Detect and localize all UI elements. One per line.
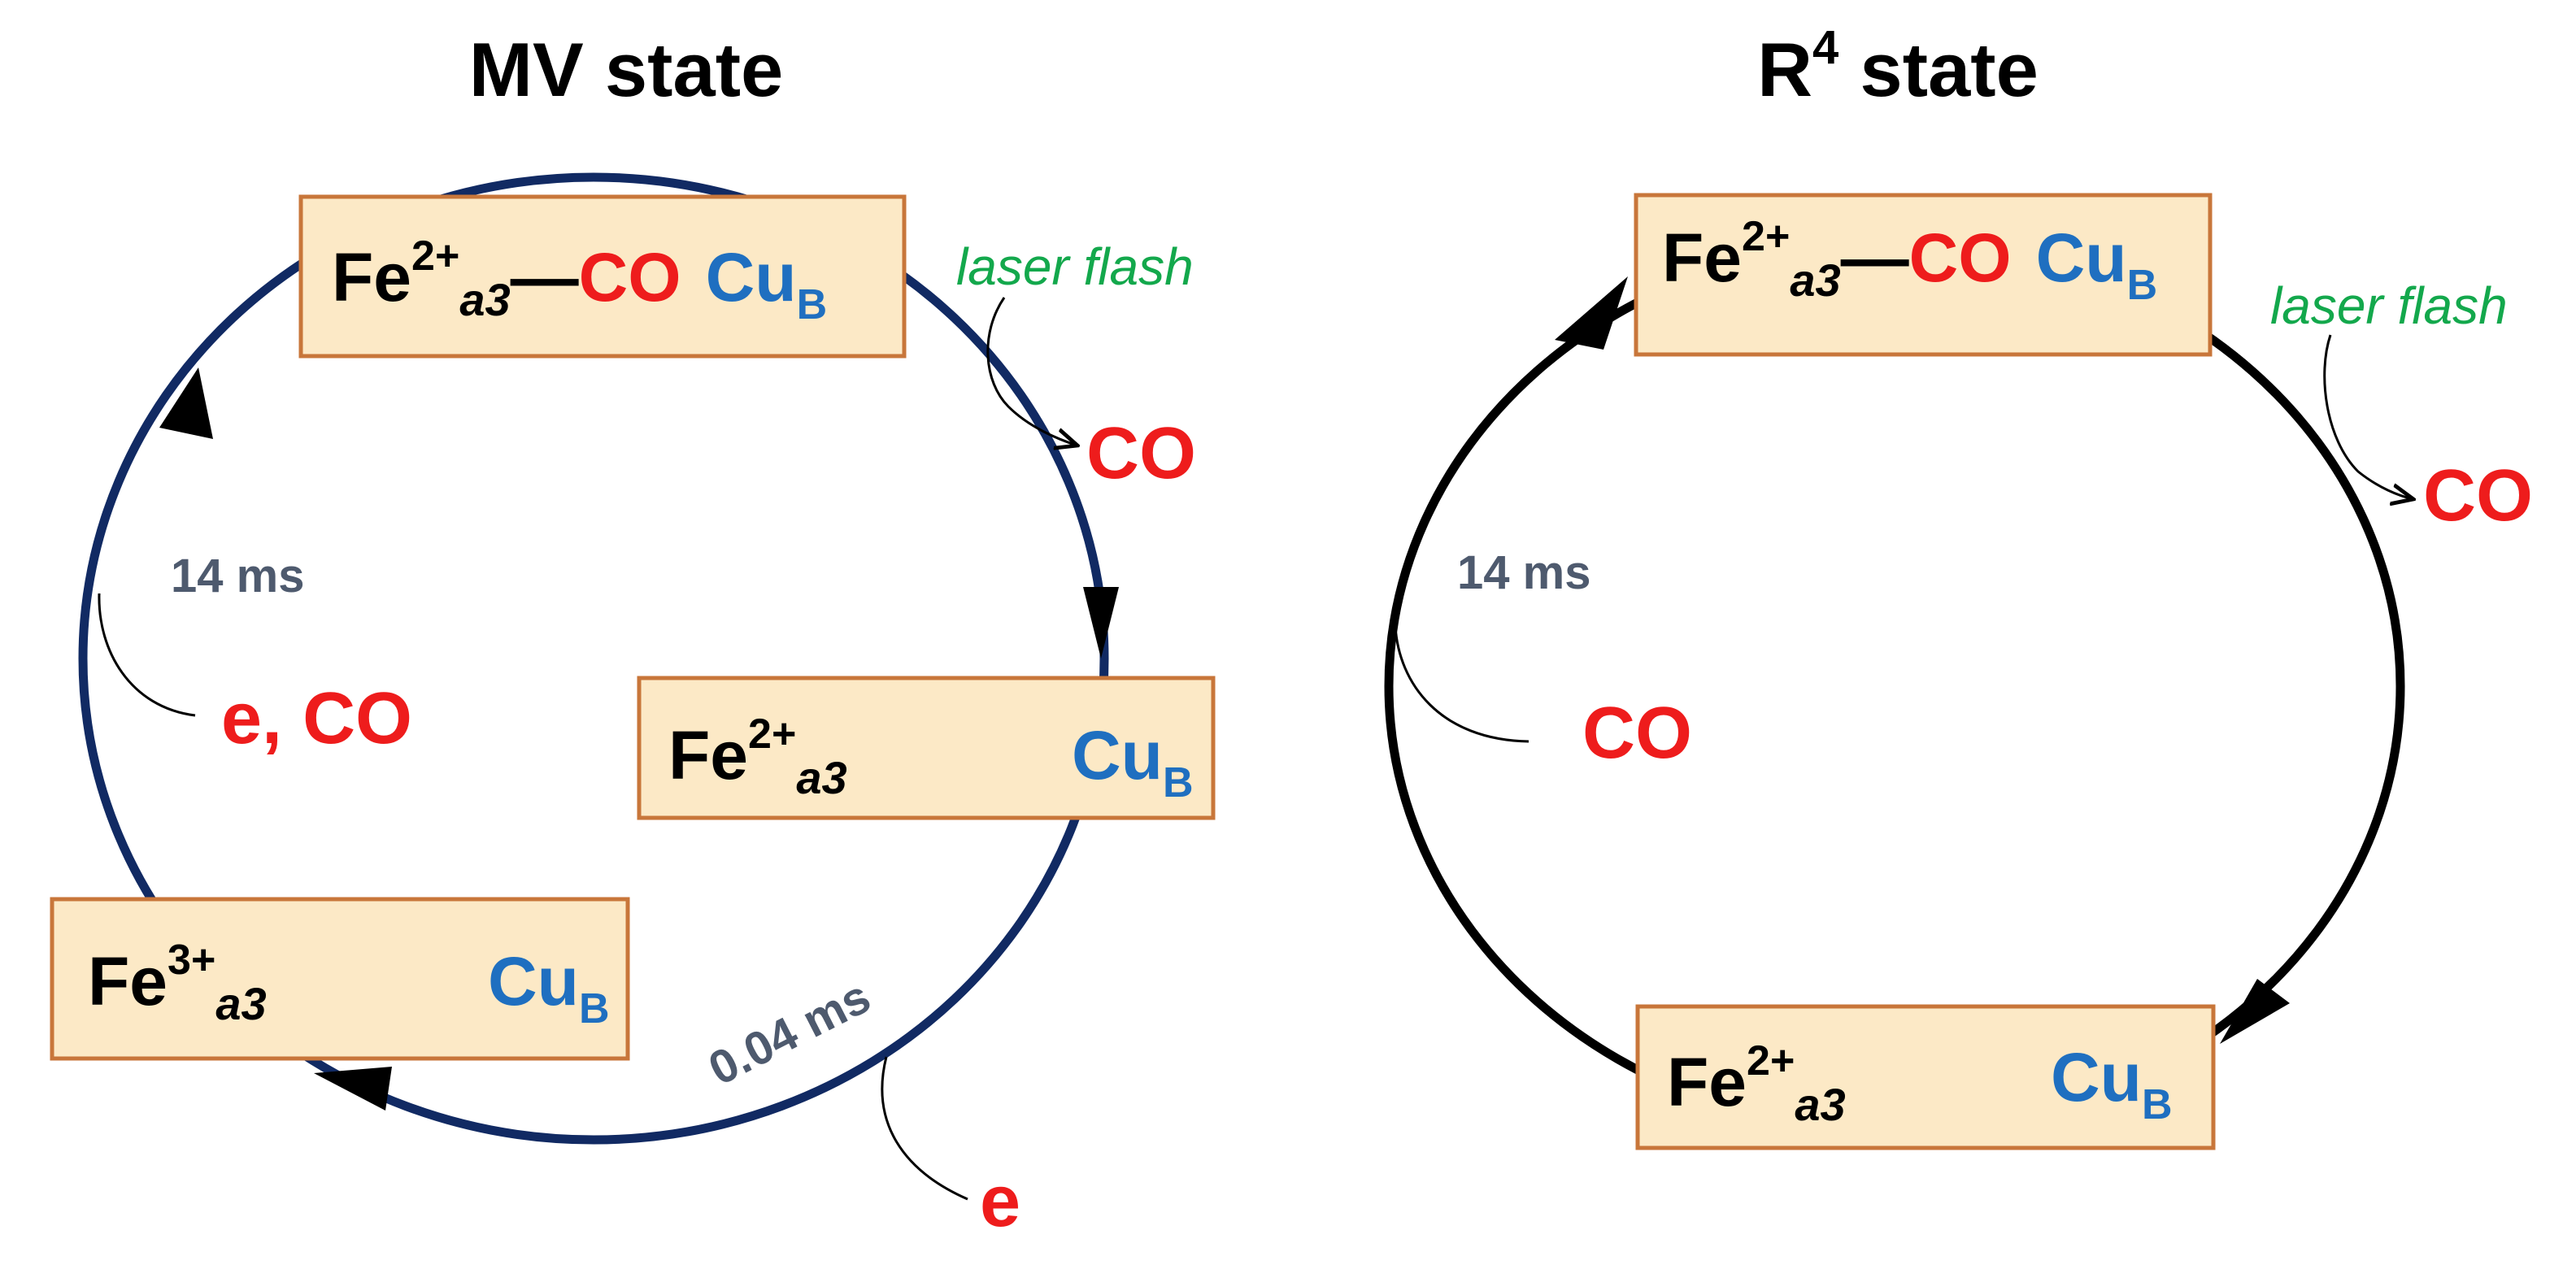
svg-text:Fe3+a3: Fe3+a3 <box>88 937 267 1029</box>
r4-time-slow: 14 ms <box>1457 546 1590 599</box>
r4-top-cu-sub: B <box>2127 262 2158 309</box>
r4-box-bottom: Fe2+a3 CuB <box>1635 1004 2216 1150</box>
mv-left-cu: Cu <box>488 943 579 1019</box>
mv-top-co: CO <box>579 239 681 315</box>
mv-left-fe-sub: a3 <box>215 978 266 1029</box>
r4-title: R4 state <box>1757 21 2039 112</box>
mv-top-fe: Fe <box>332 239 411 315</box>
mv-top-cu: Cu <box>706 239 797 315</box>
mv-co-released: CO <box>1086 413 1196 494</box>
r4-co-released: CO <box>2423 455 2533 537</box>
r4-arrow-left <box>1555 276 1628 350</box>
mv-title: MV state <box>469 27 784 112</box>
r4-bottom-fe-sup: 2+ <box>1747 1037 1795 1085</box>
r4-title-rest: state <box>1838 27 2039 112</box>
svg-text:Fe2+a3: Fe2+a3 <box>1667 1037 1846 1130</box>
mv-box-top: Fe2+a3—CO CuB <box>298 194 907 359</box>
mv-top-fe-sup: 2+ <box>411 233 459 280</box>
r4-co-pointer <box>1394 625 1530 743</box>
mv-left-fe: Fe <box>88 943 168 1019</box>
r4-bottom-fe: Fe <box>1667 1044 1747 1120</box>
r4-top-fe: Fe <box>1662 220 1742 296</box>
mv-right-fe-sub: a3 <box>796 752 846 803</box>
mv-cycle-ring <box>78 172 1109 1145</box>
svg-text:Fe2+a3: Fe2+a3 <box>668 711 847 803</box>
r4-box-top: Fe2+a3—CO CuB <box>1634 193 2213 357</box>
mv-right-cu-sub: B <box>1163 759 1194 806</box>
mv-arrow-left <box>159 367 213 439</box>
mv-box-left: Fe3+a3 CuB <box>50 897 630 1061</box>
mv-right-fe: Fe <box>668 717 748 793</box>
r4-bottom-fe-sub: a3 <box>1795 1079 1845 1130</box>
r4-top-cu: Cu <box>2036 220 2127 296</box>
mv-left-fe-sup: 3+ <box>168 937 215 984</box>
mv-top-cu-sub: B <box>797 281 828 328</box>
mv-right-fe-sup: 2+ <box>748 711 796 758</box>
mv-top-bond: — <box>511 239 579 315</box>
mv-arrow-bottom <box>314 1067 392 1111</box>
mv-top-fe-sub: a3 <box>459 274 510 325</box>
svg-text:CuB: CuB <box>1072 717 1194 806</box>
r4-top-bond: — <box>1841 220 1909 296</box>
svg-text:CuB: CuB <box>2051 1039 2173 1128</box>
r4-co-input: CO <box>1582 693 1692 774</box>
mv-electron-pointer <box>881 1056 968 1201</box>
r4-laser-pointer <box>2323 334 2413 499</box>
mv-arrow-right <box>1083 587 1119 659</box>
r4-title-main: R <box>1757 27 1812 112</box>
mv-e-co-input: e, CO <box>221 678 412 759</box>
r4-laser-flash-label: laser flash <box>2270 276 2508 335</box>
mv-box-right: Fe2+a3 CuB <box>637 676 1216 820</box>
mv-laser-pointer <box>986 297 1077 446</box>
mv-electron-out: e <box>980 1161 1020 1242</box>
mv-right-cu: Cu <box>1072 717 1163 793</box>
r4-arrow-right <box>2220 979 2290 1044</box>
mv-time-slow: 14 ms <box>171 550 304 602</box>
r4-bottom-cu-sub: B <box>2142 1081 2173 1128</box>
r4-top-fe-sup: 2+ <box>1742 213 1790 260</box>
mv-left-cu-sub: B <box>579 985 610 1032</box>
r4-top-co: CO <box>1909 220 2012 296</box>
svg-text:CuB: CuB <box>488 943 610 1032</box>
r4-title-sup: 4 <box>1812 21 1838 74</box>
r4-top-fe-sub: a3 <box>1790 254 1840 306</box>
mv-laser-flash-label: laser flash <box>956 237 1194 296</box>
r4-bottom-cu: Cu <box>2051 1039 2142 1115</box>
mv-eco-pointer <box>98 593 196 717</box>
